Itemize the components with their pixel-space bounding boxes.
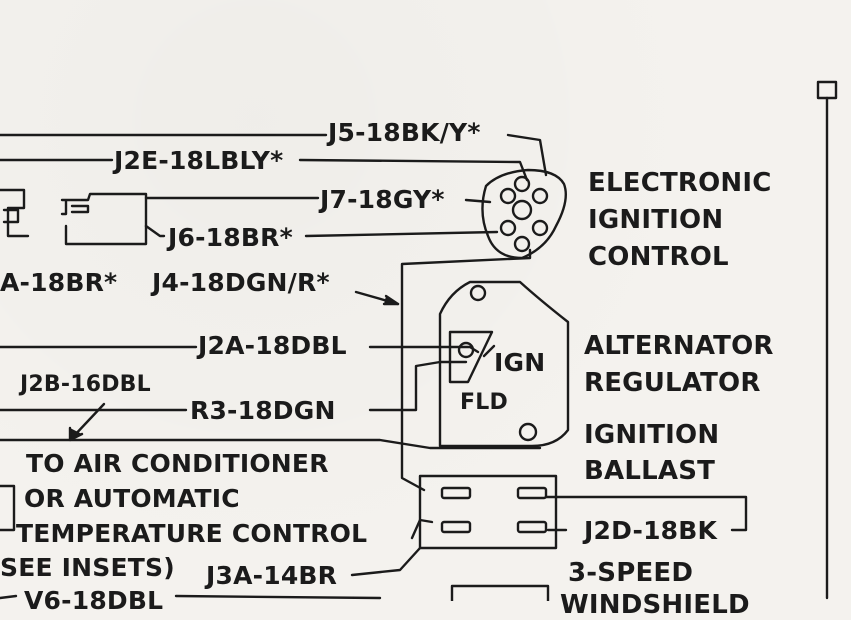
fuse-block (816, 80, 838, 100)
wire-j7 (144, 196, 492, 204)
wire-label-j6: J6-18BR* (168, 223, 293, 252)
ballast-terminal-2 (516, 486, 548, 500)
eic-label-line1: ELECTRONIC (588, 168, 772, 198)
ballast-terminal-3 (440, 520, 472, 534)
wire-label-j2e: J2E-18LBLY* (114, 146, 284, 175)
wire-v6 (0, 594, 382, 600)
wire-label-j7: J7-18GY* (320, 185, 445, 214)
wire-j5 (0, 133, 548, 177)
wire-label-j4: J4-18DGN/R* (152, 268, 330, 297)
wire-j2a (0, 345, 480, 354)
regulator-label-line1: ALTERNATOR (584, 331, 774, 361)
wire-label-a18br: A-18BR* (0, 268, 118, 297)
ballast-label-line1: IGNITION (584, 420, 720, 450)
note-line2: OR AUTOMATIC (24, 484, 240, 513)
regulator-label-line2: REGULATOR (584, 368, 761, 398)
regulator-terminal-fld: FLD (460, 390, 508, 415)
wire-label-j2a: J2A-18DBL (198, 331, 347, 360)
wire-j6 (144, 224, 499, 238)
eic-label-line3: CONTROL (588, 242, 729, 272)
ballast-label-line2: BALLAST (584, 456, 716, 486)
ballast-terminal-4 (516, 520, 548, 534)
windshield-label: WINDSHIELD (560, 590, 750, 620)
wiring-diagram (0, 80, 838, 601)
three-speed-label: 3-SPEED (568, 558, 694, 588)
windshield-box (450, 584, 550, 601)
wire-j2d (544, 495, 748, 532)
eic-module-body (481, 168, 567, 260)
regulator-ign-pointer (482, 344, 496, 358)
note-line4: SEE INSETS) (0, 553, 175, 582)
wire-label-j5: J5-18BK/Y* (328, 118, 481, 147)
regulator-terminal-ign: IGN (494, 348, 546, 377)
wire-r3 (0, 360, 468, 412)
ballast-body (418, 474, 558, 550)
note-bracket (0, 484, 16, 532)
wire-j2e (0, 158, 529, 182)
regulator-body (438, 280, 570, 448)
wire-label-j2b: J2B-16DBL (20, 372, 151, 397)
note-line3: TEMPERATURE CONTROL (16, 519, 368, 548)
wire-label-j3a: J3A-14BR (206, 561, 338, 590)
arrow-j4 (382, 294, 400, 306)
wire-j3a (350, 546, 422, 577)
wire-ac (0, 438, 542, 450)
connector-left-a (0, 188, 30, 238)
note-line1: TO AIR CONDITIONER (26, 449, 329, 478)
wire-label-j2d: J2D-18BK (584, 516, 718, 545)
wire-label-r3: R3-18DGN (190, 396, 336, 425)
eic-label-line2: IGNITION (588, 205, 724, 235)
ballast-terminal-1 (440, 486, 472, 500)
ballast-leader-a (410, 518, 434, 540)
connector-left-b (60, 192, 148, 246)
regulator-terminal-block (448, 330, 494, 384)
